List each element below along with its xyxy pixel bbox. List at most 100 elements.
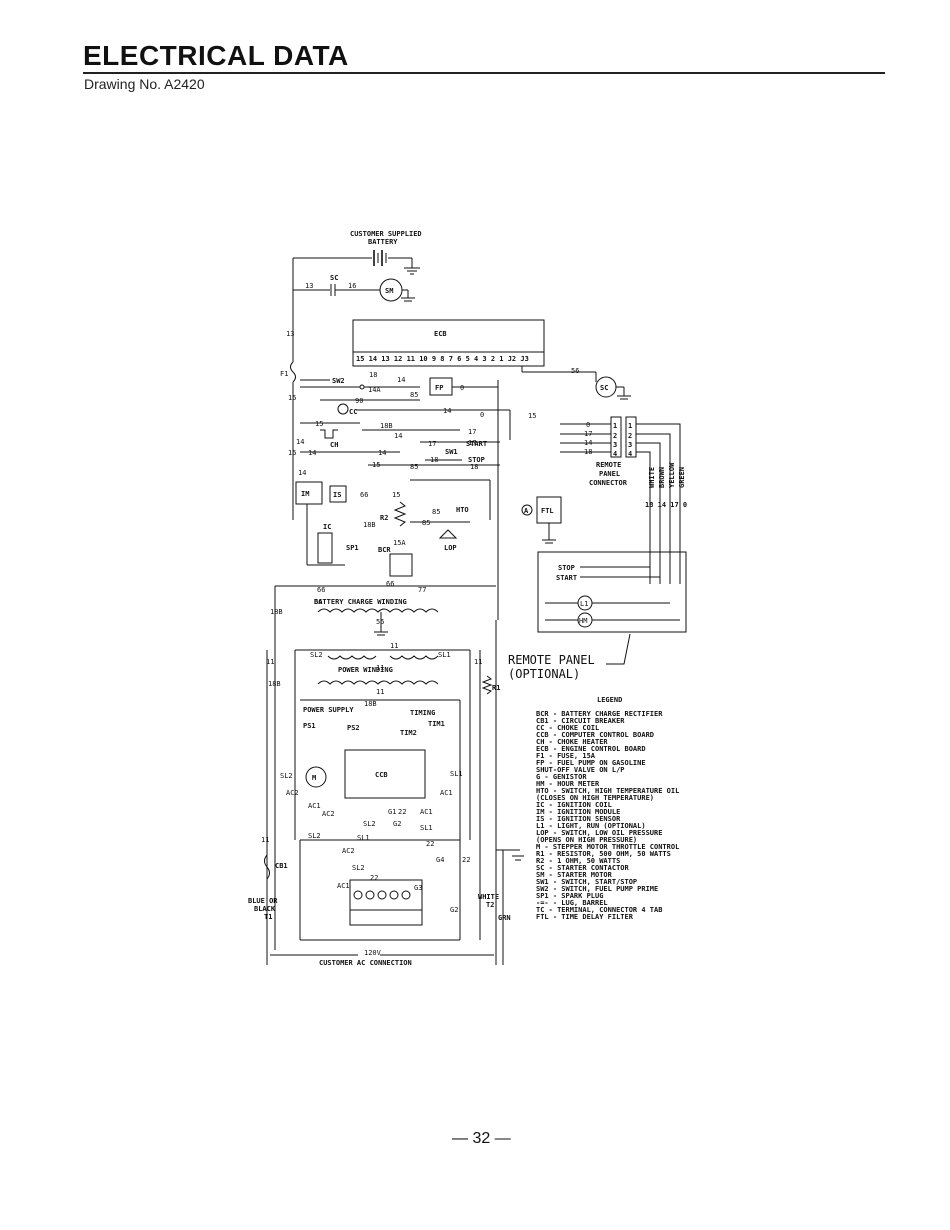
color-green: GREEN — [678, 467, 686, 488]
power-winding-label: POWER WINDING — [338, 666, 393, 674]
legend-item: BCR - BATTERY CHARGE RECTIFIER — [536, 710, 663, 718]
svg-text:22: 22 — [398, 808, 406, 816]
legend-item: R1 - RESISTOR, 500 OHM, 50 WATTS — [536, 850, 671, 858]
a-marker — [521, 504, 533, 516]
legend-item: SC - STARTER CONTACTOR — [536, 864, 630, 872]
ecb-label: ECB — [434, 330, 447, 338]
sw2-label: SW2 — [332, 377, 345, 385]
svg-text:G3: G3 — [414, 884, 422, 892]
svg-text:90: 90 — [355, 397, 363, 405]
color-white: WHITE — [648, 467, 656, 488]
legend-item: R2 - 1 OHM, 50 WATTS — [536, 857, 620, 865]
svg-text:SL2: SL2 — [352, 864, 365, 872]
svg-text:14A: 14A — [368, 386, 381, 394]
svg-text:18: 18 — [430, 456, 438, 464]
remote-panel-optional: (OPTIONAL) — [508, 667, 580, 681]
legend-item: SW2 - SWITCH, FUEL PUMP PRIME — [536, 885, 658, 893]
svg-text:18: 18 — [369, 371, 377, 379]
legend-item: CB1 - CIRCUIT BREAKER — [536, 717, 625, 725]
legend-item: FTL - TIME DELAY FILTER — [536, 913, 634, 921]
cc-label: CC — [349, 408, 357, 416]
ignition-coil — [317, 532, 333, 564]
hto-label: HTO — [456, 506, 469, 514]
ccb-label: CCB — [375, 771, 388, 779]
legend-item: IM - IGNITION MODULE — [536, 808, 620, 816]
ignition-sensor — [329, 485, 347, 503]
svg-text:15: 15 — [288, 394, 296, 402]
ic-label: IC — [323, 523, 331, 531]
page-number: — 32 — — [452, 1130, 511, 1147]
svg-text:14: 14 — [378, 449, 386, 457]
rp-start: START — [556, 574, 577, 582]
svg-text:14: 14 — [298, 469, 306, 477]
sc-contactor-label: SC — [600, 384, 608, 392]
svg-text:2: 2 — [628, 432, 632, 440]
t1-label: T1 — [264, 913, 272, 921]
svg-text:SL2: SL2 — [308, 832, 321, 840]
svg-text:AC1: AC1 — [308, 802, 321, 810]
legend-item: FP - FUEL PUMP ON GASOLINE — [536, 759, 646, 767]
tim2-label: TIM2 — [400, 729, 417, 737]
legend-item: ECB - ENGINE CONTROL BOARD — [536, 745, 646, 753]
blue-or-label: BLUE OR — [248, 897, 278, 905]
color-brown: BROWN — [658, 467, 666, 488]
svg-text:22: 22 — [462, 856, 470, 864]
legend-item: CCB - COMPUTER CONTROL BOARD — [536, 731, 654, 739]
svg-text:15: 15 — [315, 420, 323, 428]
legend-item: SP1 - SPARK PLUG — [536, 892, 603, 900]
rpc-label-3: CONNECTOR — [589, 479, 628, 487]
svg-text:14: 14 — [296, 438, 304, 446]
svg-text:85: 85 — [422, 519, 430, 527]
power-supply-label: POWER SUPPLY — [303, 706, 354, 714]
connector-left — [610, 416, 622, 458]
customer-ac-label: CUSTOMER AC CONNECTION — [319, 959, 412, 967]
legend-item: TC - TERMINAL, CONNECTOR 4 TAB — [536, 906, 662, 914]
stepper-motor-symbol — [305, 766, 327, 788]
svg-text:18: 18 — [470, 463, 478, 471]
legend-item: M - STEPPER MOTOR THROTTLE CONTROL — [536, 843, 679, 851]
wire-label: 17 — [468, 439, 476, 447]
ignition-module — [295, 481, 323, 505]
ac-voltage: 120V — [364, 949, 382, 957]
legend-item: HTO - SWITCH, HIGH TEMPERATURE OIL — [536, 787, 679, 795]
sm-label: SM — [385, 287, 393, 295]
legend-item: LOP - SWITCH, LOW OIL PRESSURE — [536, 829, 662, 837]
legend-item: SW1 - SWITCH, START/STOP — [536, 878, 637, 886]
svg-text:SL1: SL1 — [420, 824, 433, 832]
svg-text:77: 77 — [418, 586, 426, 594]
svg-text:11: 11 — [261, 836, 269, 844]
ch-label: CH — [330, 441, 338, 449]
svg-text:18B: 18B — [364, 700, 377, 708]
svg-text:11: 11 — [376, 688, 384, 696]
rp-l1: L1 — [580, 600, 588, 608]
svg-text:0: 0 — [586, 421, 590, 429]
legend-item: L1 - LIGHT, RUN (OPTIONAL) — [536, 822, 646, 830]
svg-text:0: 0 — [460, 384, 464, 392]
remote-panel-box — [537, 551, 687, 633]
choke-coil-symbol — [337, 403, 349, 415]
svg-text:66: 66 — [314, 598, 322, 606]
svg-text:22: 22 — [426, 840, 434, 848]
svg-text:15A: 15A — [393, 539, 406, 547]
svg-text:4: 4 — [628, 450, 632, 458]
svg-text:3: 3 — [628, 441, 632, 449]
svg-text:SL2: SL2 — [310, 651, 323, 659]
legend-item: G - GENISTOR — [536, 773, 587, 781]
grn-label: GRN — [498, 914, 511, 922]
svg-text:18B: 18B — [380, 422, 393, 430]
svg-text:1: 1 — [628, 422, 632, 430]
svg-text:66: 66 — [386, 580, 394, 588]
legend-item: IC - IGNITION COIL — [536, 801, 612, 809]
legend-item: (CLOSES ON HIGH TEMPERATURE) — [536, 794, 654, 802]
svg-text:85: 85 — [410, 463, 418, 471]
svg-text:SL2: SL2 — [363, 820, 376, 828]
ps1-label: PS1 — [303, 722, 316, 730]
svg-text:SL1: SL1 — [357, 834, 370, 842]
svg-text:AC1: AC1 — [440, 789, 453, 797]
legend-item: CC - CHOKE COIL — [536, 724, 599, 732]
battery-label-1: CUSTOMER SUPPLIED — [350, 230, 422, 238]
legend-item: CH - CHOKE HEATER — [536, 738, 608, 746]
svg-text:15: 15 — [288, 449, 296, 457]
lop-label: LOP — [444, 544, 457, 552]
sw1-label: SW1 — [445, 448, 458, 456]
